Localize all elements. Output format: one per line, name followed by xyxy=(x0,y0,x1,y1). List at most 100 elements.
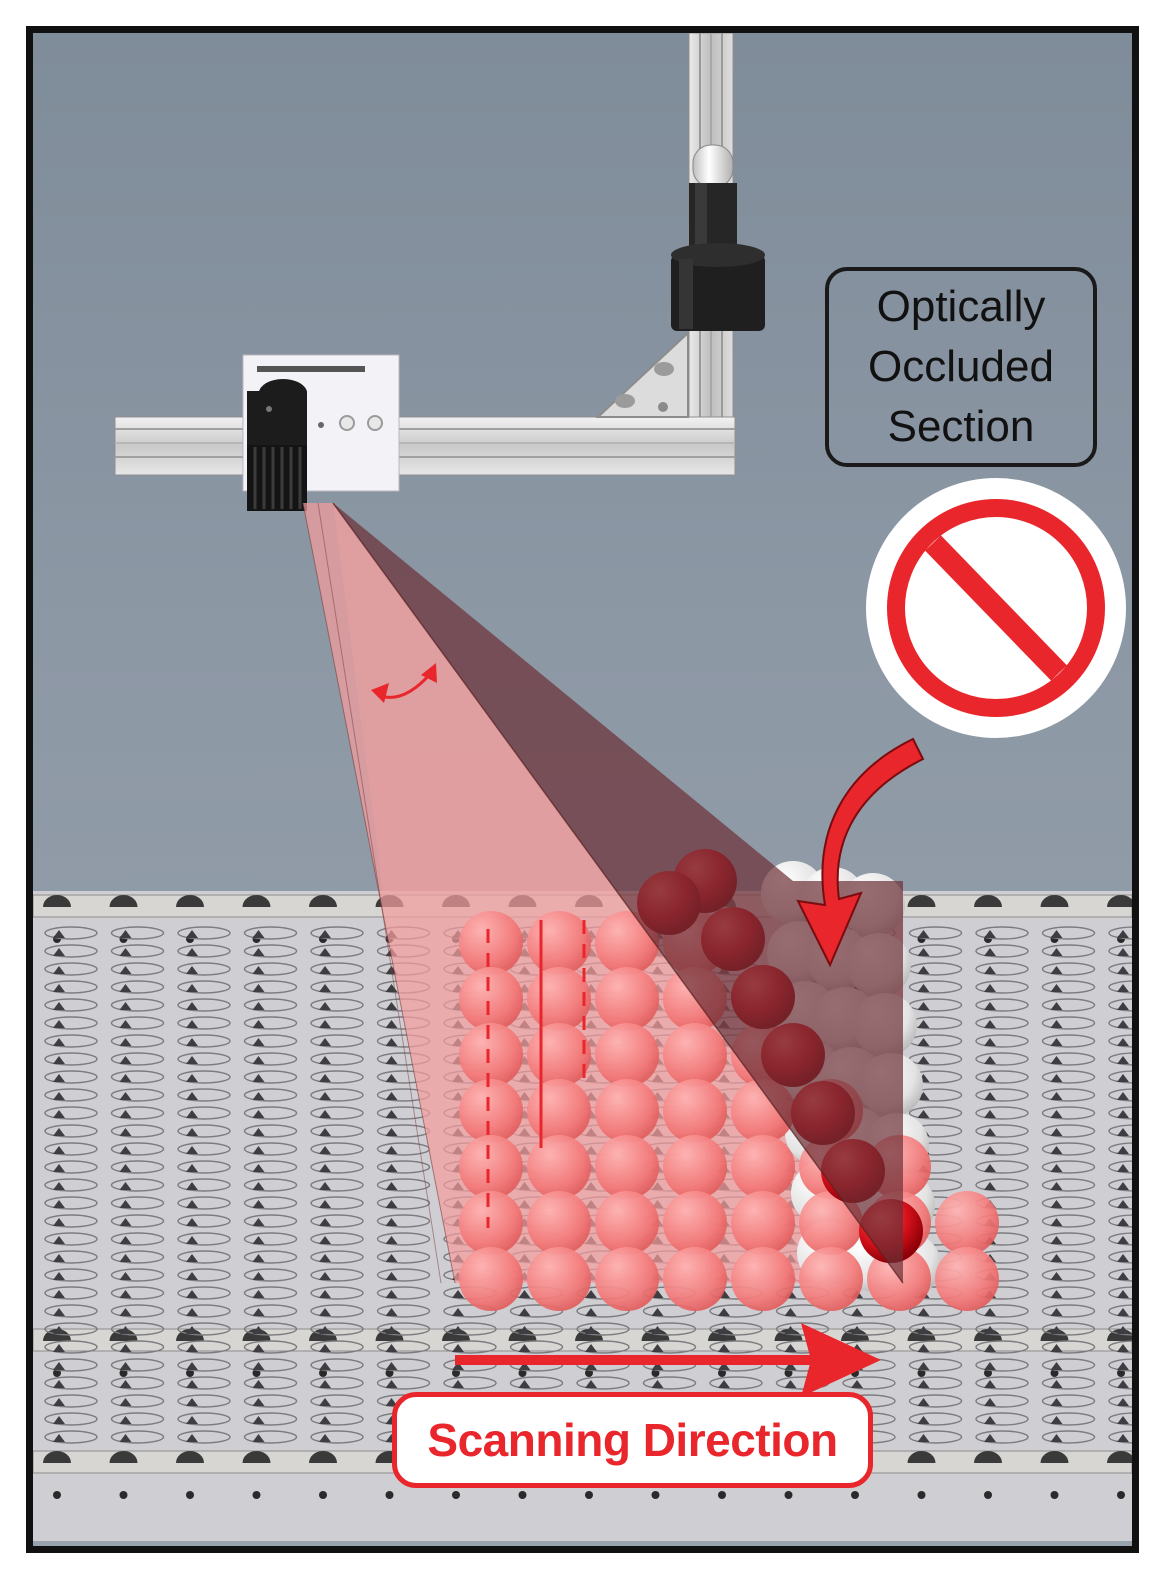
belt-link-pin xyxy=(1117,1308,1129,1316)
belt-link xyxy=(110,1178,165,1192)
belt-link-pin xyxy=(53,1002,65,1010)
belt-link xyxy=(310,1430,364,1444)
belt-link xyxy=(842,1304,896,1318)
belt-link-pin xyxy=(851,1308,863,1316)
belt-link xyxy=(177,1088,231,1102)
belt-link-pin xyxy=(252,948,265,956)
belt-link-pin xyxy=(319,1254,331,1262)
belt-link xyxy=(243,1106,298,1120)
belt-link xyxy=(376,1286,431,1300)
belt-link xyxy=(177,1034,231,1048)
belt-link-pin xyxy=(585,1290,597,1298)
belt-link-pin xyxy=(784,1308,797,1316)
belt-link xyxy=(376,1250,431,1264)
conveyor-roller xyxy=(43,895,71,907)
belt-link-pin xyxy=(186,1434,198,1442)
belt-link-pin xyxy=(984,1020,996,1028)
belt-link xyxy=(310,1196,364,1210)
belt-link xyxy=(642,1322,697,1336)
belt-link xyxy=(310,1052,364,1066)
belt-link xyxy=(44,962,98,976)
belt-link xyxy=(243,1160,298,1174)
belt-link xyxy=(975,1124,1029,1138)
belt-link-pin xyxy=(252,1272,265,1280)
belt-link xyxy=(310,1250,364,1264)
belt-link-pin xyxy=(385,1020,398,1028)
belt-link xyxy=(310,1016,364,1030)
belt-link-pin xyxy=(984,1344,996,1352)
belt-link xyxy=(44,944,98,958)
belt-link-pin xyxy=(1050,1218,1063,1226)
belt-link xyxy=(975,926,1029,940)
belt-link-pin xyxy=(53,1344,65,1352)
belt-link-pin xyxy=(585,1326,597,1334)
belt-link xyxy=(110,998,165,1012)
belt-link-pin xyxy=(319,1146,331,1154)
belt-link xyxy=(110,1196,165,1210)
belt-link-pin xyxy=(651,1326,664,1334)
belt-link xyxy=(177,962,231,976)
belt-link xyxy=(110,962,165,976)
belt-link-pin xyxy=(984,1326,996,1334)
belt-link xyxy=(44,1358,98,1372)
belt-link xyxy=(1108,926,1132,940)
conveyor-roller xyxy=(109,1451,138,1463)
belt-link-pin xyxy=(1050,1200,1063,1208)
belt-link-pin xyxy=(1050,1236,1063,1244)
belt-link-pin xyxy=(1117,1182,1129,1190)
belt-link xyxy=(376,1214,431,1228)
belt-link-pin xyxy=(984,1308,996,1316)
belt-link-pin xyxy=(186,948,198,956)
belt-link xyxy=(310,1286,364,1300)
belt-link xyxy=(44,1268,98,1282)
belt-link xyxy=(975,1016,1029,1030)
sphere-lit xyxy=(459,967,523,1031)
sphere-lit xyxy=(459,1247,523,1311)
belt-link-pin xyxy=(186,1110,198,1118)
belt-link xyxy=(1108,1088,1132,1102)
sphere-lit xyxy=(595,1191,659,1255)
belt-link-pin xyxy=(984,1398,996,1406)
occluded-section-text: Optically Occluded Section xyxy=(868,282,1054,451)
belt-link-pin xyxy=(119,1272,132,1280)
belt-link-pin xyxy=(319,930,331,938)
belt-link-pin xyxy=(651,1380,664,1388)
belt-link-pin xyxy=(585,1308,597,1316)
sphere-lit xyxy=(527,1135,591,1199)
sphere-lit xyxy=(731,1247,795,1311)
conveyor-bolt xyxy=(518,1491,527,1499)
belt-link-pin xyxy=(1117,1218,1129,1226)
belt-link-pin xyxy=(252,1146,265,1154)
belt-link-pin xyxy=(319,1362,331,1370)
belt-link xyxy=(975,980,1029,994)
belt-link-pin xyxy=(1050,1002,1063,1010)
horizontal-rail xyxy=(114,416,736,476)
belt-link xyxy=(1041,1412,1096,1426)
belt-link xyxy=(376,1160,431,1174)
conveyor-bolt xyxy=(252,1491,261,1499)
belt-link xyxy=(310,1412,364,1426)
belt-link xyxy=(310,962,364,976)
belt-link xyxy=(642,1340,697,1354)
belt-link-pin xyxy=(784,1362,797,1370)
belt-link-pin xyxy=(718,1362,730,1370)
belt-link xyxy=(842,1376,896,1390)
belt-link xyxy=(1108,1322,1132,1336)
belt-link-pin xyxy=(252,930,265,938)
belt-link-pin xyxy=(119,1200,132,1208)
belt-link xyxy=(1041,1016,1096,1030)
belt-link xyxy=(975,1160,1029,1174)
belt-link xyxy=(376,1376,431,1390)
belt-link-pin xyxy=(319,1326,331,1334)
belt-link xyxy=(1041,1106,1096,1120)
belt-link-pin xyxy=(119,1326,132,1334)
belt-link xyxy=(975,1142,1029,1156)
belt-link xyxy=(509,1322,564,1336)
belt-link xyxy=(310,1070,364,1084)
conveyor-bolt xyxy=(319,1491,327,1499)
belt-link xyxy=(509,1376,564,1390)
belt-link-pin xyxy=(385,1380,398,1388)
belt-link xyxy=(177,1250,231,1264)
belt-link-pin xyxy=(119,1038,132,1046)
belt-link-pin xyxy=(319,1020,331,1028)
